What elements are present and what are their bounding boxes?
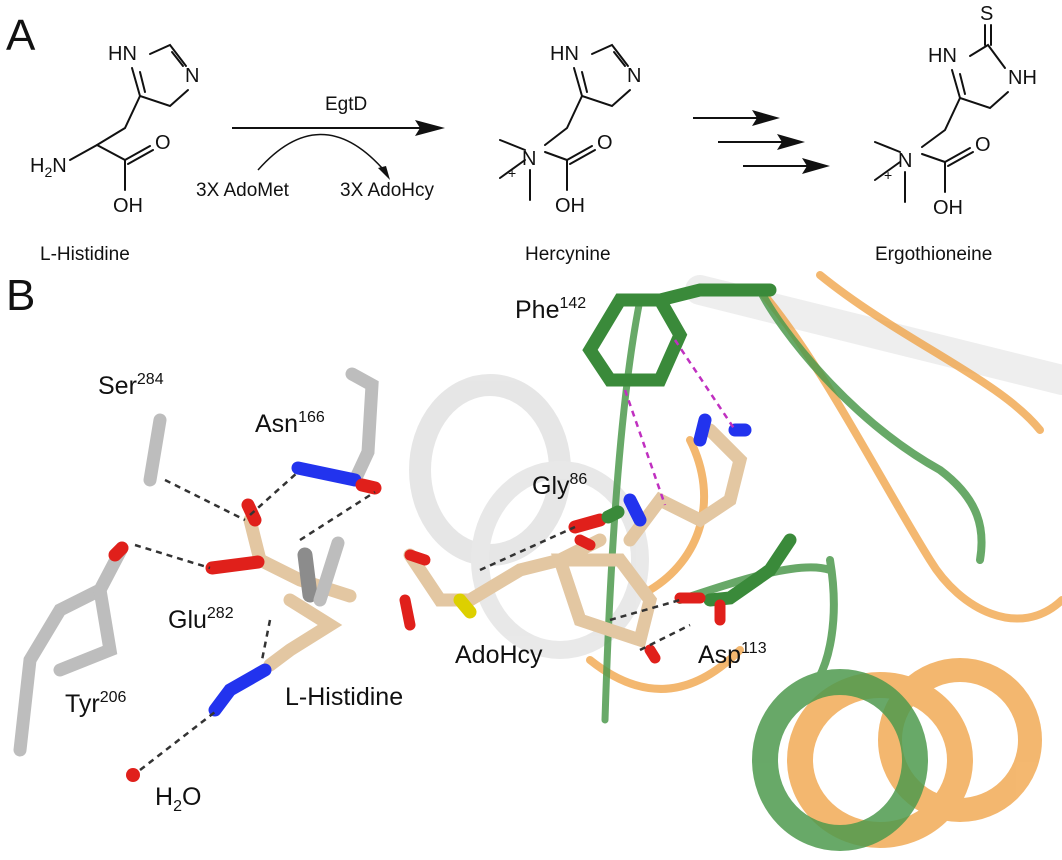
enzyme-label: EgtD [325,94,367,115]
atom-o-3: O [975,134,991,156]
residue-label-gly86: Gly86 [532,471,587,500]
atom-o: O [155,132,171,154]
charge-plus-2: + [884,167,892,183]
multistep-arrows [693,110,830,174]
ligand-label-l-histidine: L-Histidine [285,683,403,711]
residue-labels: Phe142 Ser284 Asn166 Gly86 Glu282 Tyr206… [65,295,767,815]
water-label: H2O [155,783,201,815]
egtd-reaction-arrow: EgtD 3X AdoMet 3X AdoHcy [196,94,445,201]
molecule-name-hercynine: Hercynine [525,244,611,265]
atom-hn: HN [108,43,137,65]
hercynine-structure: HN N N + O OH Hercynine [499,43,641,265]
residue-label-asp113: Asp113 [698,640,767,669]
l-histidine-structure: HN N H2N O OH L-Histidine [30,43,199,265]
atom-h2n: H2N [30,155,67,180]
panel-a-label: A [6,11,36,60]
atom-n-3: N [522,148,536,170]
atom-oh-2: OH [555,195,585,217]
ligand-label-adohcy: AdoHcy [455,641,543,669]
interaction-lines [134,339,737,771]
atom-n-2: N [627,65,641,87]
residue-label-ser284: Ser284 [98,371,164,400]
atom-nh: NH [1008,67,1037,89]
molecule-name-l-histidine: L-Histidine [40,244,130,265]
panel-b-label: B [6,271,35,320]
cofactor-in-label: 3X AdoMet [196,180,290,201]
residue-sticks [13,283,797,782]
atom-n-4: N [898,150,912,172]
protein-ribbons [409,271,1062,851]
atom-hn-2: HN [550,43,579,65]
atom-oh: OH [113,195,143,217]
atom-s: S [980,3,993,25]
ergothioneine-structure: S HN NH N + O OH Ergothioneine [874,3,1037,265]
residue-label-glu282: Glu282 [168,605,234,634]
molecule-name-ergothioneine: Ergothioneine [875,244,992,265]
atom-oh-3: OH [933,197,963,219]
cofactor-out-label: 3X AdoHcy [340,180,434,201]
residue-label-asn166: Asn166 [255,409,325,438]
atom-o-2: O [597,132,613,154]
residue-label-tyr206: Tyr206 [65,689,127,718]
atom-n: N [185,65,199,87]
charge-plus: + [508,165,516,181]
atom-hn-3: HN [928,45,957,67]
residue-label-phe142: Phe142 [515,295,586,324]
